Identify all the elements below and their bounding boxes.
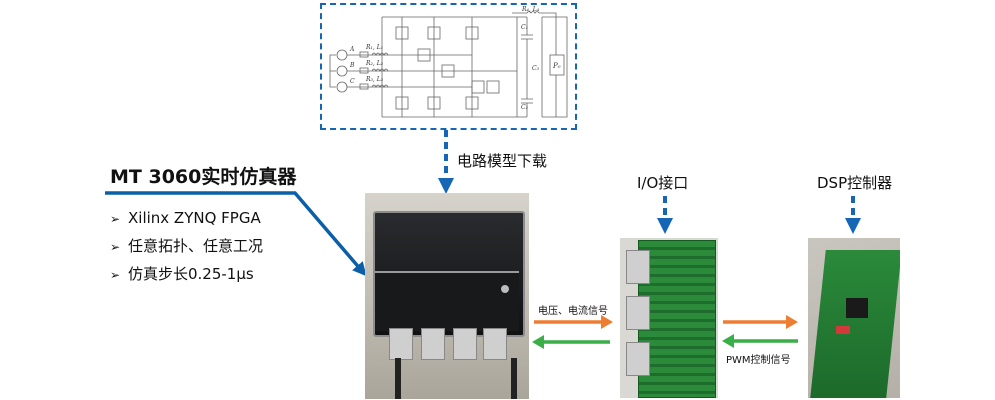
impedance-label-3: R₃, L₃ <box>365 76 384 83</box>
load-label: P₀ <box>552 62 561 70</box>
simulator-photo <box>365 193 529 399</box>
dsp-switch <box>836 326 850 334</box>
io-connector-top <box>626 250 650 284</box>
power-button <box>501 285 509 293</box>
feature-text: Xilinx ZYNQ FPGA <box>128 209 261 227</box>
impedance-label-2: R₂, L₂ <box>365 60 384 67</box>
impedance-label-1: R₁, L₁ <box>365 44 383 51</box>
phase-label-a: A <box>349 46 355 53</box>
capacitor-label-3: C₃ <box>532 65 540 72</box>
feature-item: ➢ 仿真步长0.25-1μs <box>110 260 263 288</box>
dsp-board-photo <box>808 238 900 398</box>
voltage-signal-label: 电压、电流信号 <box>538 306 608 317</box>
io-connector-mid <box>626 296 650 330</box>
dsp-label: DSP控制器 <box>817 174 893 192</box>
feature-text: 任意拓扑、任意工况 <box>128 237 264 255</box>
capacitor-label-1: C₁ <box>521 24 528 31</box>
dsp-chip <box>846 298 868 318</box>
phase-label-c: C <box>350 78 355 85</box>
connector-4 <box>483 328 507 360</box>
circuit-diagram-frame: A B C R₁, L₁ R₂, L₂ R₃, L₃ R₄, L₄ C₁ C₂ … <box>320 3 577 130</box>
arrow-bullet-icon: ➢ <box>110 240 121 254</box>
simulator-title: MT 3060实时仿真器 <box>110 166 297 188</box>
feature-text: 仿真步长0.25-1μs <box>128 265 254 283</box>
pwm-signal-label: PWM控制信号 <box>726 355 791 366</box>
feature-item: ➢ 任意拓扑、任意工况 <box>110 232 263 260</box>
io-label: I/O接口 <box>637 174 689 192</box>
connector-1 <box>389 328 413 360</box>
feature-item: ➢ Xilinx ZYNQ FPGA <box>110 204 263 232</box>
connector-2 <box>421 328 445 360</box>
io-connector-bottom <box>626 342 650 376</box>
cables <box>395 358 517 399</box>
arrow-bullet-icon: ➢ <box>110 268 121 282</box>
circuit-schematic: A B C R₁, L₁ R₂, L₂ R₃, L₃ R₄, L₄ C₁ C₂ … <box>329 6 568 118</box>
dsp-board <box>810 250 900 398</box>
io-board <box>638 240 716 398</box>
download-label: 电路模型下载 <box>457 152 548 170</box>
title-pointer-line <box>105 191 367 277</box>
capacitor-label-2: C₂ <box>521 104 529 111</box>
arrow-bullet-icon: ➢ <box>110 212 121 226</box>
simulator-front-panel <box>375 271 519 331</box>
simulator-features: ➢ Xilinx ZYNQ FPGA ➢ 任意拓扑、任意工况 ➢ 仿真步长0.25-1… <box>110 204 263 288</box>
io-board-photo <box>620 238 718 398</box>
impedance-label-4: R₄, L₄ <box>521 6 540 13</box>
phase-label-b: B <box>349 62 355 69</box>
connector-3 <box>453 328 477 360</box>
